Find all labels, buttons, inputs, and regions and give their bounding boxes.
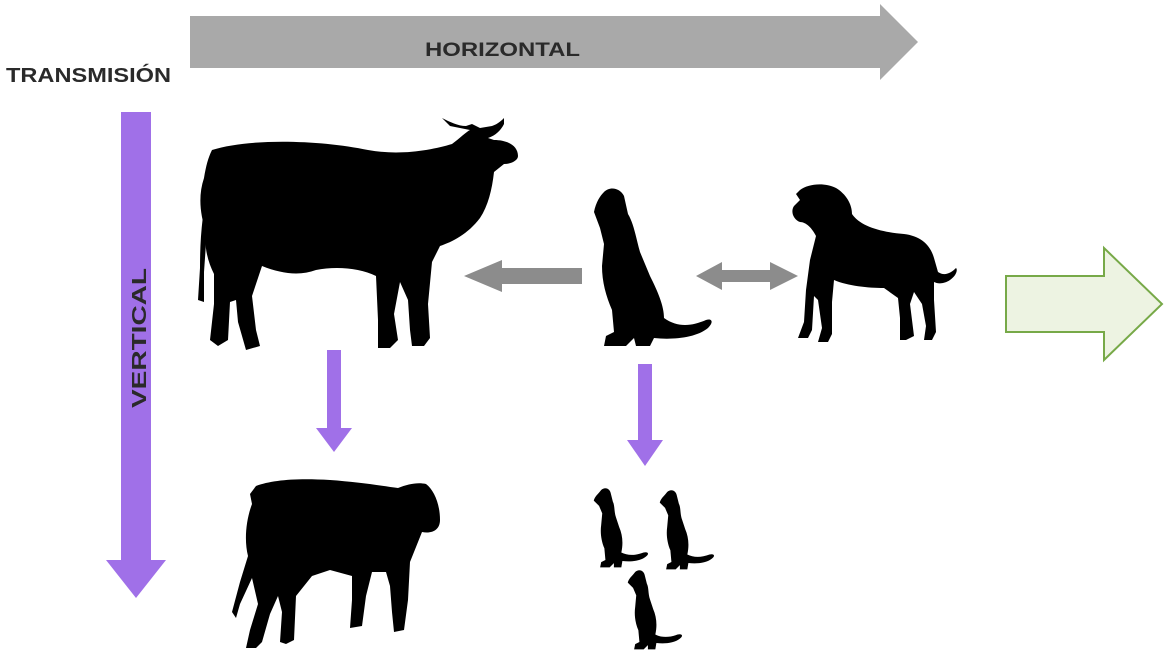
next-arrow (1006, 248, 1162, 360)
exchange-arrow-right (696, 262, 798, 290)
standing-dog-icon (792, 184, 956, 342)
puppy-icon (594, 488, 648, 567)
cow-icon (198, 118, 518, 350)
exchange-arrow-left (464, 260, 582, 292)
dog-vertical-arrow (627, 364, 663, 466)
horizontal-label: HORIZONTAL (425, 40, 580, 61)
calf-icon (232, 479, 440, 648)
sitting-dog-icon (594, 189, 712, 346)
cow-vertical-arrow (316, 350, 352, 452)
vertical-label: VERTICAL (129, 268, 151, 408)
puppy-icon (628, 570, 682, 649)
puppy-icon (660, 490, 714, 569)
transmission-label: TRANSMISIÓN (6, 63, 171, 87)
